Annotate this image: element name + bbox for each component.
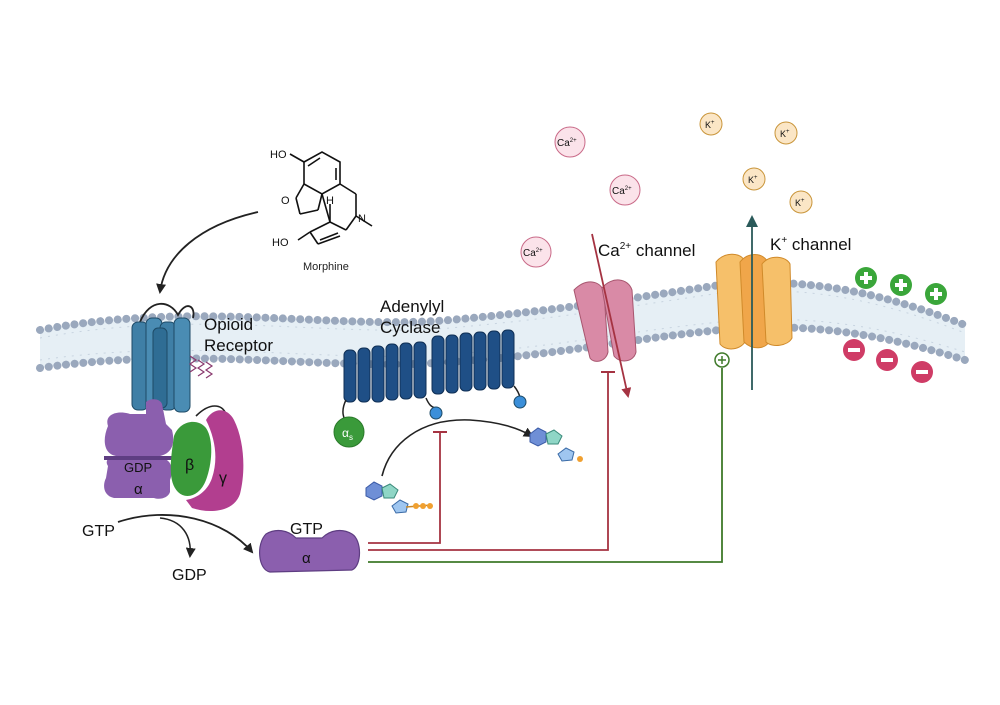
svg-text:K+: K+ (780, 129, 790, 139)
active-alpha-label: α (302, 550, 311, 567)
camp-conversion-arrow (381, 419, 534, 477)
k-ion-2: K+ (774, 121, 798, 145)
opioid-receptor-label-line2: Receptor (204, 336, 273, 355)
ca-ion-2: Ca2+ (609, 174, 641, 206)
ring-oxygen-label: O (281, 195, 290, 207)
g-alpha-label: α (134, 481, 143, 498)
potassium-ions: K+ K+ K+ K+ (699, 112, 813, 214)
potassium-channel (715, 253, 793, 350)
k-ion-1: K+ (699, 112, 723, 136)
positive-charges (855, 267, 947, 305)
negative-charges (843, 339, 933, 383)
gdp-out-label: GDP (172, 567, 207, 584)
morphine-label: Morphine (303, 261, 349, 273)
ho-top-label: HO (270, 149, 287, 161)
morphine-molecule (289, 151, 373, 245)
adenylyl-cyclase (343, 329, 515, 403)
morphine-atom-labels: HO O HO H N (270, 149, 366, 249)
binding-arrow (156, 211, 259, 294)
calcium-influx-arrow (591, 233, 632, 398)
calcium-ions: Ca2+ Ca2+ Ca2+ (520, 126, 641, 268)
minus-icon (911, 361, 933, 383)
opioid-receptor-label-line1: Opioid (204, 315, 253, 334)
ca-inhibition-line (368, 372, 609, 551)
k-activation-line (368, 368, 723, 563)
cyclase-inhibition-line (368, 432, 441, 544)
ho-bottom-label: HO (272, 237, 289, 249)
svg-text:K+: K+ (705, 120, 715, 130)
adenylyl-cyclase-label-line1: Adenylyl (380, 297, 444, 316)
plus-icon (890, 274, 912, 296)
active-gtp-label: GTP (290, 521, 323, 538)
active-g-alpha (259, 529, 361, 573)
plus-icon (925, 283, 947, 305)
k-channel-label: K+ channel (770, 235, 851, 254)
plus-icon (855, 267, 877, 289)
calcium-channel (573, 279, 637, 362)
cyclase-domain-dot-2 (513, 395, 527, 409)
opioid-receptor (131, 302, 227, 417)
g-protein-complex (104, 399, 244, 512)
svg-text:K+: K+ (795, 198, 805, 208)
svg-text:Ca2+: Ca2+ (612, 186, 632, 197)
activation-arrow (117, 514, 254, 554)
camp-molecule (529, 427, 583, 462)
k-ion-3: K+ (742, 167, 766, 191)
g-alpha-s-label: αs (342, 426, 353, 442)
atp-molecule (365, 481, 433, 514)
minus-icon (843, 339, 865, 361)
g-gamma-label: γ (219, 470, 227, 487)
hydrogen-label: H (326, 195, 334, 207)
ca-ion-3: Ca2+ (520, 236, 552, 268)
g-beta-label: β (185, 457, 194, 474)
adenylyl-cyclase-label-line2: Cyclase (380, 318, 440, 337)
svg-text:Ca2+: Ca2+ (523, 248, 543, 259)
cyclase-domain-dot-1 (429, 406, 443, 420)
k-ion-4: K+ (789, 190, 813, 214)
svg-text:Ca2+: Ca2+ (557, 138, 577, 149)
minus-icon (876, 349, 898, 371)
gtp-in-label: GTP (82, 523, 115, 540)
g-alpha-s (333, 416, 365, 448)
gdp-bound-label: GDP (124, 460, 152, 475)
gdp-release-arrow (159, 517, 196, 558)
ca-channel-label: Ca2+ channel (598, 241, 695, 260)
nitrogen-label: N (358, 213, 366, 225)
ca-ion-1: Ca2+ (554, 126, 586, 158)
svg-text:K+: K+ (748, 175, 758, 185)
